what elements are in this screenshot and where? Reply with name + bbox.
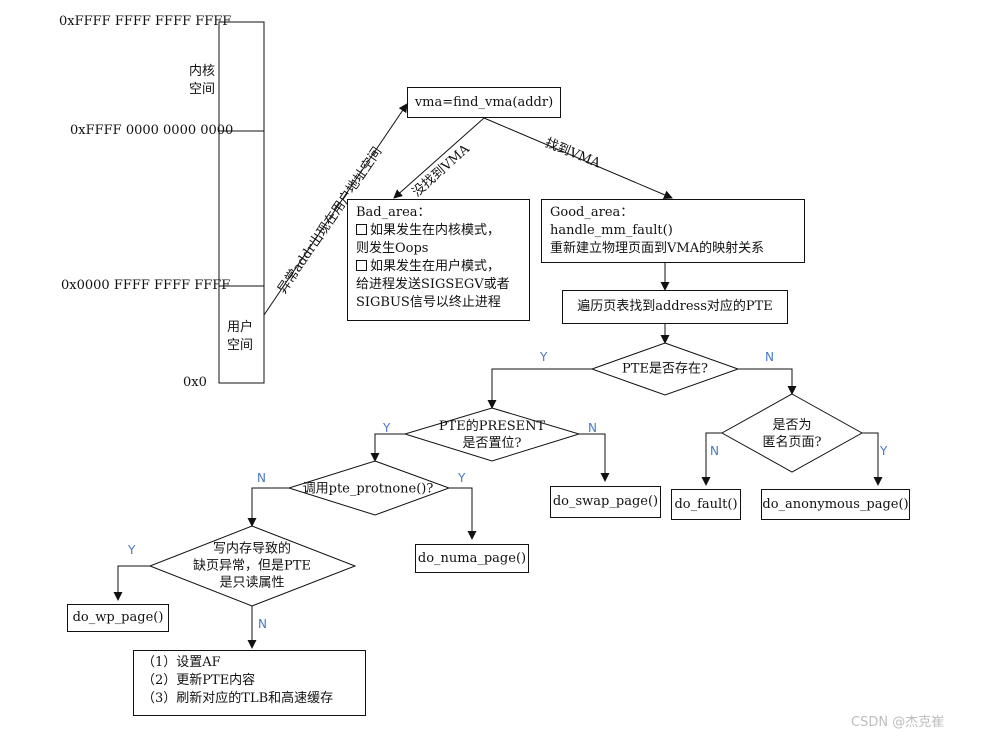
do-numa-page-box: do_numa_page() <box>415 544 529 573</box>
checkbox-icon <box>356 224 367 235</box>
do-swap-page-box: do_swap_page() <box>550 486 661 518</box>
protnone-diamond <box>287 460 451 516</box>
good-area-line1: handle_mm_fault() <box>550 223 673 238</box>
watermark: CSDN @杰克崔 <box>851 715 945 730</box>
exception-arrow <box>263 103 408 316</box>
memory-column <box>218 21 265 384</box>
bad-area-line1: 如果发生在内核模式， <box>370 223 501 238</box>
walk-pte-box: 遍历页表找到address对应的PTE <box>562 290 788 324</box>
checkbox-icon <box>356 260 367 271</box>
bad-area-line5: SIGBUS信号以终止进程 <box>356 295 501 310</box>
user-space-label-2: 空间 <box>227 338 254 353</box>
final-step-2: （2）更新PTE内容 <box>142 673 256 688</box>
pte-exists-text: PTE是否存在? <box>622 361 708 377</box>
write-fault-line1: 写内存导致的 <box>212 541 292 557</box>
do-anonymous-page-box: do_anonymous_page() <box>761 489 910 520</box>
pte-present-line1: PTE的PRESENT <box>438 419 546 434</box>
bad-area-line2: 则发生Oops <box>356 241 429 256</box>
bad-area-line3: 如果发生在用户模式， <box>370 259 501 274</box>
branch-write-fault-no: N <box>258 617 267 631</box>
write-fault-line2: 缺页异常，但是PTE <box>193 558 311 574</box>
find-vma-box: vma=find_vma(addr) <box>407 87 561 118</box>
protnone-text: 调用pte_protnone()? <box>302 481 434 497</box>
branch-pte-present-yes: Y <box>383 421 391 435</box>
write-fault-text: 写内存导致的 缺页异常，但是PTE 是只读属性 <box>193 541 311 592</box>
user-space-label-1: 用户 <box>227 320 254 335</box>
write-fault-line3: 是只读属性 <box>219 575 285 591</box>
bad-area-box: Bad_area： 如果发生在内核模式， 则发生Oops 如果发生在用户模式， … <box>347 199 530 321</box>
bad-area-title: Bad_area： <box>356 205 431 220</box>
addr-top-label: 0xFFFF FFFF FFFF FFFF <box>59 14 232 29</box>
addr-user-end-label: 0x0000 FFFF FFFF FFFF <box>61 278 231 293</box>
branch-write-fault-yes: Y <box>128 543 136 557</box>
final-step-3: （3）刷新对应的TLB和高速缓存 <box>142 691 334 706</box>
pte-present-text: PTE的PRESENT 是否置位? <box>439 418 545 452</box>
addr-zero-label: 0x0 <box>183 375 207 390</box>
is-anon-line2: 匿名页面? <box>762 435 822 450</box>
do-fault-box: do_fault() <box>671 489 741 520</box>
found-arrow <box>483 117 673 200</box>
kernel-space-label-2: 空间 <box>189 82 216 97</box>
is-anon-text: 是否为 匿名页面? <box>763 417 822 451</box>
branch-pte-exists-no: N <box>765 350 774 364</box>
kernel-space-label-1: 内核 <box>189 64 216 79</box>
pte-present-diamond <box>403 407 581 462</box>
branch-pte-present-no: N <box>588 421 597 435</box>
branch-anon-no: N <box>710 444 719 458</box>
is-anon-diamond <box>720 393 864 473</box>
addr-kernel-start-label: 0xFFFF 0000 0000 0000 <box>70 123 234 138</box>
do-wp-page-box: do_wp_page() <box>67 604 169 632</box>
branch-pte-exists-yes: Y <box>540 350 548 364</box>
pte-present-line2: 是否置位? <box>462 436 522 451</box>
bad-area-line4: 给进程发送SIGSEGV或者 <box>356 277 510 292</box>
branch-anon-yes: Y <box>880 444 888 458</box>
pte-exists-diamond <box>590 342 740 396</box>
good-area-line2: 重新建立物理页面到VMA的映射关系 <box>550 241 765 256</box>
good-area-title: Good_area： <box>550 205 634 220</box>
branch-protnone-no: N <box>257 471 266 485</box>
final-step-1: （1）设置AF <box>142 655 221 670</box>
branch-protnone-yes: Y <box>458 471 466 485</box>
good-area-box: Good_area： handle_mm_fault() 重新建立物理页面到VM… <box>541 199 805 263</box>
not-found-arrow <box>393 117 485 199</box>
is-anon-line1: 是否为 <box>772 418 812 433</box>
final-steps-box: （1）设置AF （2）更新PTE内容 （3）刷新对应的TLB和高速缓存 <box>133 650 366 716</box>
